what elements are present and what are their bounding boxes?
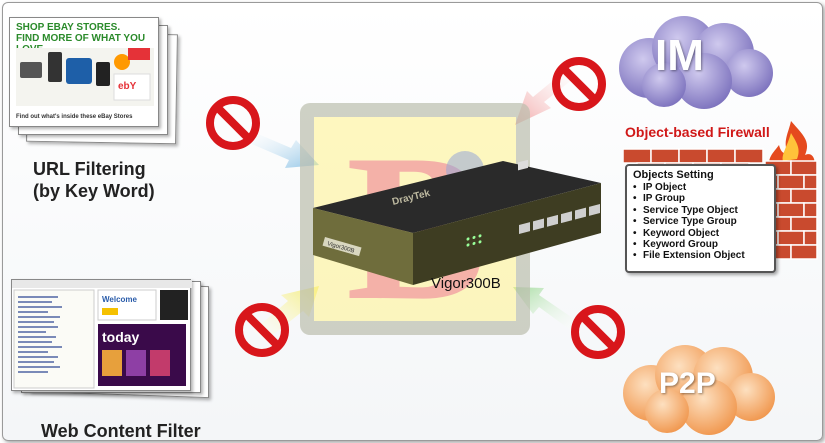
object-item-ip-group: IP Group [633,193,768,205]
firewall-title: Object-based Firewall [625,124,770,140]
ebay-stores-footer: Find out what's inside these eBay Stores [16,114,133,120]
objects-list: IP Object IP Group Service Type Object S… [633,182,768,262]
router-device: Vigor300B DrayTek [313,159,601,285]
object-item-keyword-group: Keyword Group [633,239,768,251]
ebay-brand-logo: ebY [118,81,137,92]
block-sign-im [552,57,606,111]
p2p-cloud-label: P2P [659,367,716,400]
object-item-ip-object: IP Object [633,182,768,194]
object-item-service-type-group: Service Type Group [633,216,768,228]
url-filtering-label: URL Filtering (by Key Word) [33,159,155,201]
im-cloud-label: IM [655,31,704,80]
p2p-cloud-icon [623,345,775,435]
object-item-keyword-object: Keyword Object [633,228,768,240]
ebay-product-images: ebY [16,48,154,106]
ebay-home-page: Welcome today [12,280,192,389]
block-sign-web-content [235,303,289,357]
im-cloud-icon [619,16,773,109]
ebay-stores-screenshot: SHOP EBAY STORES. FIND MORE OF WHAT YOU … [9,17,159,127]
router-model-label: Vigor300B [431,275,501,292]
object-item-service-type-object: Service Type Object [633,205,768,217]
arrow-im-to-router [515,69,578,125]
objects-setting-title: Objects Setting [633,169,714,181]
block-sign-url [206,96,260,150]
object-item-file-extension-object: File Extension Object [633,250,768,262]
web-content-filter-label: Web Content Filter [41,421,201,441]
ebay-home-welcome: Welcome [102,295,138,304]
block-sign-p2p [571,305,625,359]
ebay-home-today: today [102,329,140,345]
objects-setting-panel: Objects Setting IP Object IP Group Servi… [625,164,776,273]
ebay-home-screenshot: Welcome today [11,279,192,391]
